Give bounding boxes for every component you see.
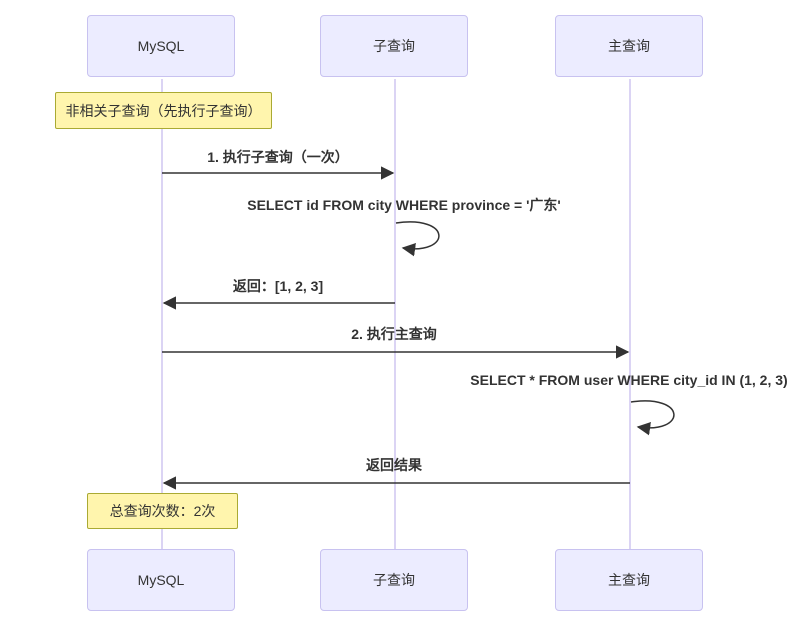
message-return-result-label: 返回结果	[366, 457, 422, 473]
actor-label: 主查询	[608, 572, 650, 588]
message-select-city-label: SELECT id FROM city WHERE province = '广东…	[247, 197, 561, 213]
actor-label: 子查询	[373, 38, 415, 54]
actor-mysql-bottom: MySQL	[87, 549, 235, 611]
note-uncorrelated-subquery: 非相关子查询（先执行子查询）	[55, 92, 272, 129]
actor-mainquery-top: 主查询	[555, 15, 703, 77]
note-total-query-count: 总查询次数：2次	[87, 493, 238, 529]
message-execute-mainquery-label: 2. 执行主查询	[351, 326, 437, 342]
actor-label: 子查询	[373, 572, 415, 588]
actor-subquery-bottom: 子查询	[320, 549, 468, 611]
self-loop-subquery	[395, 221, 440, 257]
actor-mainquery-bottom: 主查询	[555, 549, 703, 611]
message-return-ids-label: 返回：[1, 2, 3]	[232, 278, 324, 294]
message-select-user-label: SELECT * FROM user WHERE city_id IN (1, …	[470, 372, 788, 388]
message-execute-subquery-label: 1. 执行子查询（一次）	[207, 149, 349, 165]
actor-label: MySQL	[137, 572, 185, 588]
self-loop-mainquery	[630, 400, 675, 436]
actor-label: 主查询	[608, 38, 650, 54]
actor-subquery-top: 子查询	[320, 15, 468, 77]
actor-label: MySQL	[137, 38, 185, 54]
actor-mysql-top: MySQL	[87, 15, 235, 77]
